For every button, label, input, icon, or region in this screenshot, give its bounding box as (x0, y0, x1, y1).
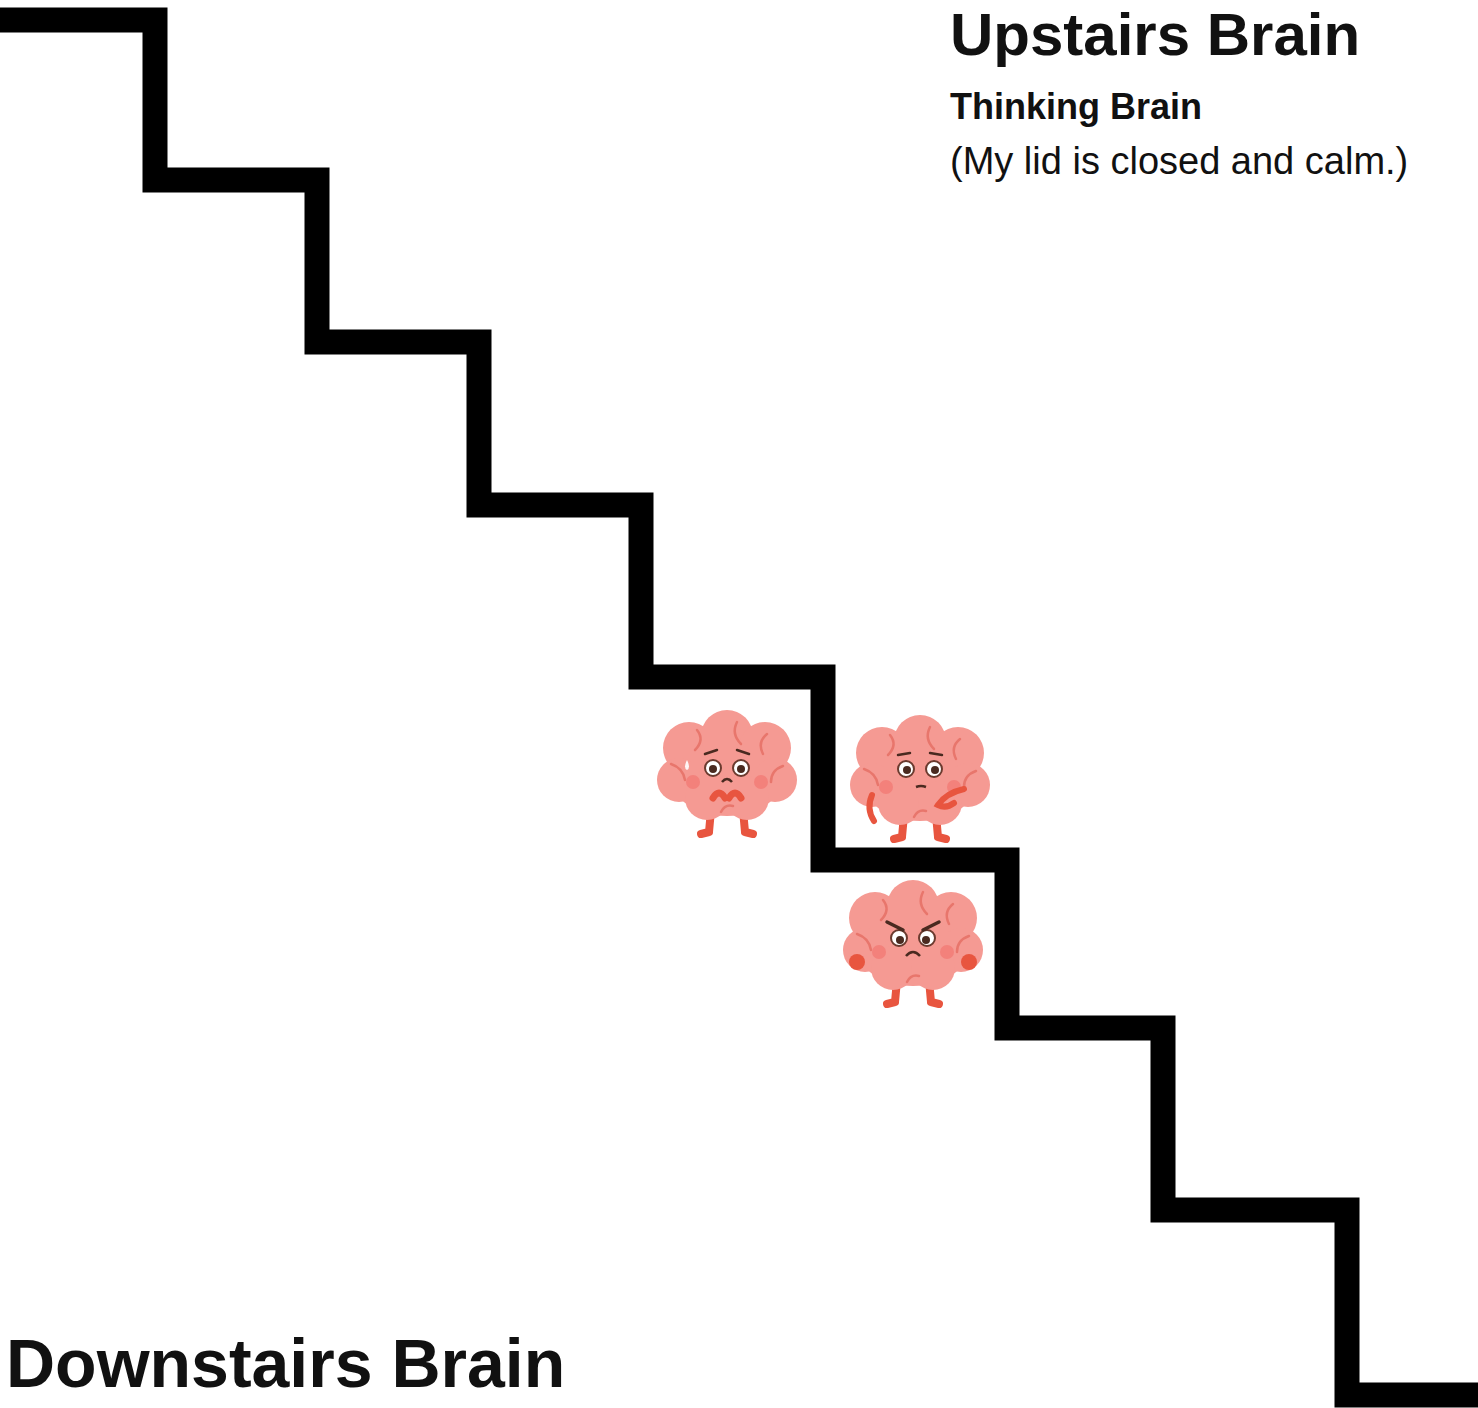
heading-downstairs: Downstairs Brain (6, 1324, 565, 1402)
angry-brain (843, 880, 983, 1004)
heading-upstairs: Upstairs Brain (950, 0, 1360, 69)
worried-brain (657, 710, 797, 834)
thinking-brain (850, 715, 990, 839)
note-text: (My lid is closed and calm.) (950, 140, 1408, 184)
staircase-line (0, 20, 1478, 1395)
subheading-thinking: Thinking Brain (950, 86, 1202, 127)
